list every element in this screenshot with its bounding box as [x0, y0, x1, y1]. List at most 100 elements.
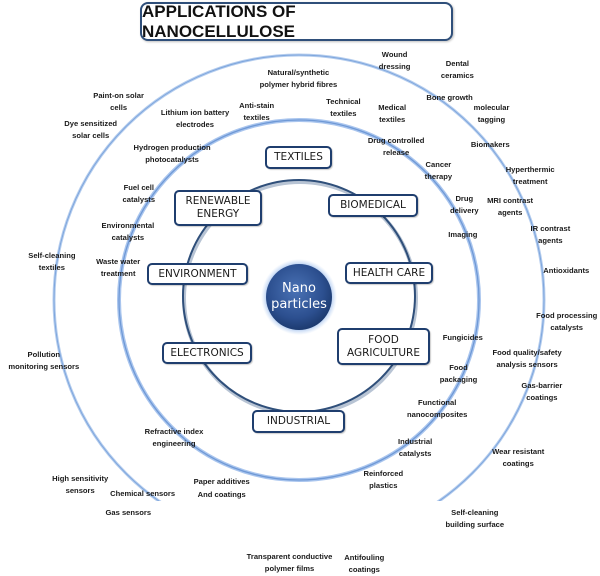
application-label-line: Lithium ion battery	[160, 108, 230, 117]
center-label-line-2: particles	[271, 297, 327, 312]
category-label-line: HEALTH CARE	[352, 266, 426, 279]
application-label-line: Drug controlled	[367, 136, 425, 146]
category-box-textiles: TEXTILES	[265, 146, 332, 169]
application-label-line: Paint-on solar	[93, 90, 144, 100]
application-label-line: Drug	[455, 193, 474, 203]
application-label-line: Bone growth	[426, 92, 473, 102]
application-label-line: Food processing	[536, 310, 598, 320]
category-box-industrial: INDUSTRIAL	[252, 410, 345, 433]
center-label: Nano particles	[266, 266, 332, 328]
application-label-line: Hyperthermic	[505, 164, 555, 174]
application-label-line: textiles	[330, 109, 357, 119]
application-label-line: nanocomposites	[407, 410, 468, 420]
application-label-line: coatings	[348, 564, 380, 574]
application-label-line: Imaging	[448, 229, 478, 239]
application-label-line: polymer films	[264, 563, 315, 573]
application-label-line: catalysts	[122, 194, 156, 204]
application-label-line: cells	[110, 102, 128, 112]
application-label-line: plastics	[369, 481, 398, 491]
application-label: Biomakers	[471, 139, 510, 151]
application-label-line: release	[383, 148, 410, 158]
application-label: Drug delivery	[450, 193, 479, 217]
category-box-environment: ENVIRONMENT	[147, 263, 248, 285]
application-label: Chemical sensors	[110, 488, 175, 500]
application-label-line: Fuel cell	[123, 182, 154, 192]
application-label-line: Transparent conductive	[246, 551, 333, 561]
application-label-line: treatment	[100, 268, 136, 278]
middle-ring-core	[118, 119, 480, 481]
application-label-line: textiles	[243, 113, 270, 123]
application-label-line: Antifouling	[344, 552, 385, 562]
application-label: Drug controlled release	[368, 135, 425, 159]
category-label-line: INDUSTRIAL	[266, 415, 331, 428]
application-label: Fungicides	[443, 332, 483, 344]
application-label-line: Hydrogen production	[133, 142, 211, 152]
application-label-line: Dye sensitized	[64, 119, 118, 129]
application-label: Paint-on solar cells	[93, 90, 144, 114]
application-label-line: Gas sensors	[105, 508, 152, 517]
category-box-health-care: HEALTH CARE	[345, 262, 433, 284]
application-label-line: Gas-barrier	[521, 381, 563, 391]
category-label-line: ENERGY	[196, 208, 240, 220]
category-label-line: TEXTILES	[274, 151, 323, 164]
application-label-line: Waste water	[96, 256, 141, 266]
application-label-line: polymer hybrid fibres	[259, 79, 338, 89]
application-label-line: Food quality/safety	[492, 347, 562, 357]
application-label: Transparent conductive polymer films	[247, 551, 333, 575]
application-label-line: coatings	[502, 459, 534, 469]
application-label-line: dressing	[378, 62, 411, 72]
application-label-line: agents	[538, 236, 563, 246]
nanocellulose-applications-diagram: APPLICATIONS OF NANOCELLULOSE Nano parti…	[8, 2, 597, 574]
category-box-electronics: ELECTRONICS	[162, 342, 252, 364]
center-label-line-1: Nano	[282, 280, 316, 296]
application-label-line: coatings	[526, 393, 558, 403]
application-label-line: Refractive index	[144, 426, 204, 436]
application-label-line: therapy	[424, 172, 453, 182]
application-label: Fuel cell catalysts	[123, 182, 156, 206]
application-label-line: molecular	[473, 102, 510, 112]
application-label-line: catalysts	[111, 233, 145, 243]
application-label-line: solar cells	[72, 131, 110, 141]
application-label: Gas sensors	[106, 507, 152, 519]
center-sphere	[266, 264, 332, 330]
application-label: Antioxidants	[543, 265, 589, 277]
category-label-line: BIOMEDICAL	[340, 199, 406, 212]
diagram-title: APPLICATIONS OF NANOCELLULOSE	[140, 2, 453, 41]
application-label-line: Cancer	[425, 159, 452, 169]
application-label-line: electrodes	[176, 120, 214, 130]
application-label-line: ceramics	[440, 71, 474, 81]
application-label-line: Wear resistant	[492, 447, 545, 457]
application-label-line: delivery	[449, 205, 479, 215]
category-label-line: ENVIRONMENT	[158, 267, 237, 280]
application-label-line: Medical	[378, 102, 407, 112]
application-label-line: packaging	[439, 374, 478, 384]
application-label: Environmental catalysts	[102, 220, 155, 244]
application-label: Waste water treatment	[96, 256, 140, 280]
application-label-line: monitoring sensors	[8, 361, 80, 371]
application-label-line: Environmental	[101, 221, 155, 231]
application-label-line: And coatings	[197, 489, 246, 499]
application-label-line: Industrial	[398, 436, 433, 446]
application-label-line: Self-cleaning	[451, 508, 499, 517]
rings-layer	[52, 53, 546, 501]
category-label-line: FOOD	[368, 333, 399, 346]
application-label: Wear resistant coatings	[492, 446, 544, 470]
